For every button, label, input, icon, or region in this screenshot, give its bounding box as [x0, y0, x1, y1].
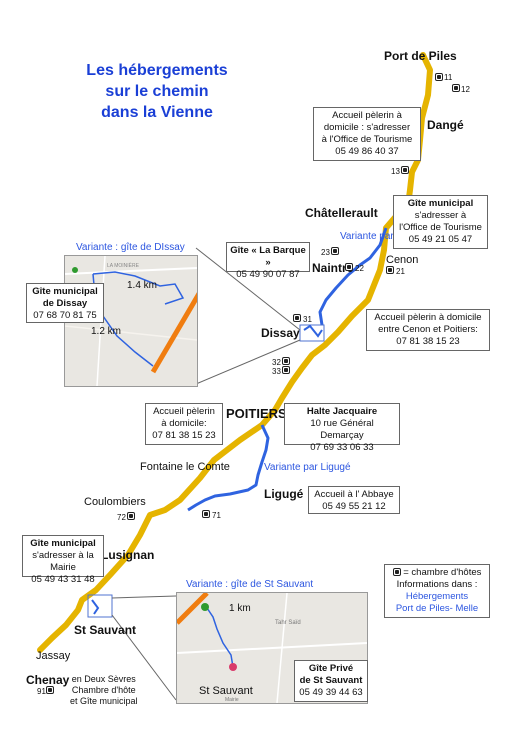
- chambre-hotes-icon: [282, 357, 290, 365]
- inset-dissay-distance-2: 1.2 km: [91, 326, 122, 337]
- marker-71: 71: [212, 511, 221, 520]
- marker-21: 21: [396, 267, 405, 276]
- chenay-note: en Deux Sèvres Chambre d'hôte et Gîte mu…: [70, 674, 138, 706]
- marker-33: 33: [272, 367, 281, 376]
- chambre-hotes-icon: [331, 247, 339, 255]
- dissay-detour-frame: [299, 324, 325, 342]
- town-st-sauvant: St Sauvant: [74, 623, 137, 637]
- chambre-hotes-icon: [282, 366, 290, 374]
- marker-13: 13: [391, 167, 400, 176]
- marker-12: 12: [461, 85, 470, 94]
- box-halte-jacquaire: Halte Jacquaire 10 rue Général Demarçay …: [284, 403, 400, 453]
- label-liguge-variant: Variante par Ligugé: [264, 462, 351, 473]
- inset-st-sauvant-drawing: [177, 593, 367, 703]
- liguge-variant: [187, 424, 270, 512]
- box-gite-dissay: Gîte municipal de Dissay 07 68 70 81 75: [26, 283, 104, 323]
- town-dange: Dangé: [427, 118, 464, 132]
- inset-st-sauvant-town: St Sauvant: [199, 685, 253, 697]
- chambre-hotes-icon: [345, 263, 353, 271]
- box-accueil-poitiers: Accueil pèlerin à domicile: 07 81 38 15 …: [145, 403, 223, 445]
- chambre-hotes-icon: [452, 84, 460, 92]
- page-title: Les hébergements sur le chemin dans la V…: [86, 62, 228, 121]
- town-liguge: Ligugé: [264, 487, 304, 501]
- label-dissay-variant: Variante : gîte de DIssay: [76, 242, 185, 253]
- chambre-hotes-icon: [202, 510, 210, 518]
- chambre-hotes-icon: [293, 314, 301, 322]
- town-chenay: Chenay: [26, 673, 70, 687]
- marker-91: 91: [37, 687, 46, 696]
- marker-31: 31: [303, 315, 312, 324]
- box-legend: = chambre d'hôtes Informations dans : Hé…: [384, 564, 490, 618]
- inset-st-sauvant-distance: 1 km: [229, 603, 251, 614]
- main-route: [37, 52, 433, 653]
- box-office-tourisme: Accueil pèlerin à domicile : s'adresser …: [313, 107, 421, 161]
- marker-23: 23: [321, 248, 330, 257]
- marker-32: 32: [272, 358, 281, 367]
- town-coulombiers: Coulombiers: [84, 496, 146, 508]
- box-gite-lusignan: Gîte municipal s'adresser à la Mairie 05…: [22, 535, 104, 585]
- marker-22: 22: [355, 264, 364, 273]
- label-naintre-variant: Variante par Naintré: [340, 231, 429, 242]
- box-abbaye: Accueil à l' Abbaye 05 49 55 21 12: [308, 486, 400, 514]
- chambre-hotes-icon: [127, 512, 135, 520]
- chambre-hotes-icon: [435, 73, 443, 81]
- town-poitiers: POITIERS: [226, 406, 287, 421]
- marker-72: 72: [117, 513, 126, 522]
- town-dissay: Dissay: [261, 326, 300, 340]
- chambre-hotes-icon: [401, 166, 409, 174]
- town-naintre: Naintré: [312, 261, 354, 275]
- chambre-hotes-icon: [386, 266, 394, 274]
- label-st-sauvant-variant: Variante : gîte de St Sauvant: [186, 579, 314, 590]
- town-fontaine: Fontaine le Comte: [140, 461, 230, 473]
- town-cenon: Cenon: [386, 254, 419, 266]
- town-jassay: Jassay: [36, 650, 71, 662]
- town-chatellerault: Châtellerault: [305, 206, 378, 220]
- box-cenon-poitiers: Accueil pèlerin à domicile entre Cenon e…: [366, 309, 490, 351]
- chambre-hotes-icon: [46, 686, 54, 694]
- naintre-variant: [318, 227, 388, 326]
- town-port-de-piles: Port de Piles: [384, 49, 457, 63]
- town-lusignan: Lusignan: [101, 548, 155, 562]
- chambre-hotes-icon: [392, 568, 401, 576]
- box-gite-barque: Gîte « La Barque » 05 49 90 07 87: [226, 242, 310, 280]
- box-gite-chatellerault: Gîte municipal s'adresser à l'Office de …: [393, 195, 488, 249]
- st-sauvant-detour-frame: [87, 594, 113, 618]
- box-gite-prive: Gîte Privé de St Sauvant 05 49 39 44 63: [294, 660, 368, 702]
- inset-dissay-distance-1: 1.4 km: [127, 280, 158, 291]
- marker-11: 11: [444, 73, 453, 82]
